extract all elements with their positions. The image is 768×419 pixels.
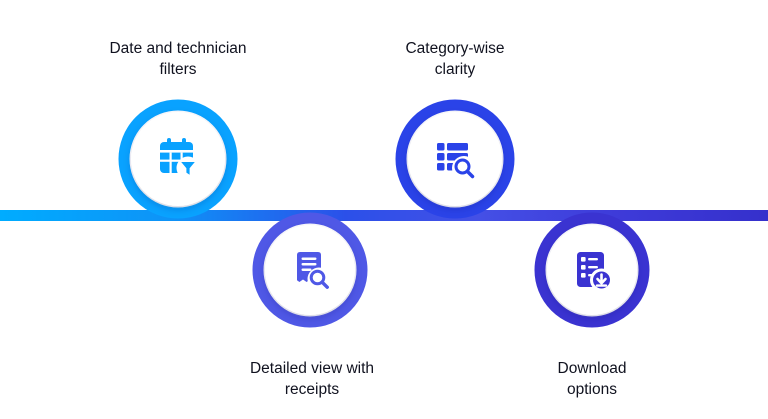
calendar-filter-icon	[160, 138, 200, 180]
step-4-ring	[534, 212, 650, 328]
step-4-label: Download options	[557, 360, 627, 398]
step-2-ring	[395, 99, 515, 219]
step-3-label: Detailed view with receipts	[249, 360, 375, 398]
receipt-search-icon	[297, 252, 331, 291]
step-1-loop	[118, 99, 238, 219]
download-checklist-icon	[577, 252, 613, 292]
step-3-ring	[252, 212, 368, 328]
table-search-icon	[437, 143, 476, 180]
step-1-ring	[118, 99, 238, 219]
step-2-loop	[395, 99, 515, 219]
step-4-loop	[534, 212, 650, 328]
step-1-label: Date and technician filters	[109, 40, 247, 78]
step-2-label: Category-wise clarity	[405, 40, 505, 78]
timeline-line	[0, 210, 768, 221]
step-3-loop	[252, 212, 368, 328]
